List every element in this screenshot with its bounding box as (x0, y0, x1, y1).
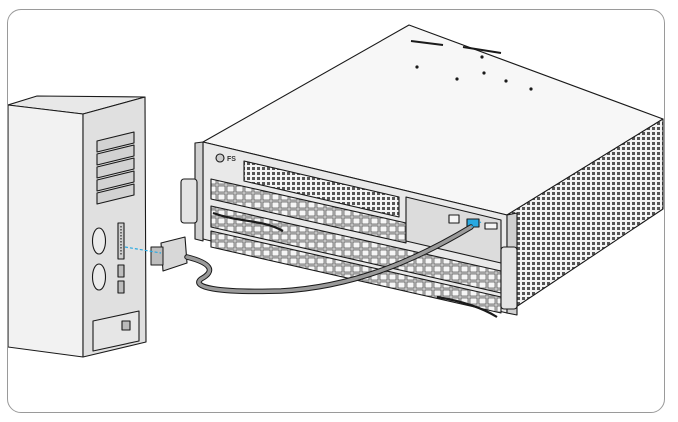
pc-drive-bay (96, 183, 135, 205)
mgmt-port (448, 214, 460, 224)
usb-port (484, 222, 498, 230)
right-handle (500, 246, 518, 310)
left-handle (180, 178, 198, 224)
desktop-computer (8, 95, 147, 358)
console-cable (124, 221, 482, 295)
line-card-1 (210, 178, 407, 244)
pc-usb-port (117, 280, 125, 294)
pc-usb-port (117, 264, 125, 278)
pc-drive-bay (96, 157, 135, 179)
pc-power-button (121, 320, 131, 331)
chassis-switch: FS (180, 24, 664, 318)
pc-drive-bay (96, 170, 135, 192)
switch-connection-indicator (470, 221, 482, 228)
cable-body-highlight (185, 225, 473, 294)
line-card-3 (210, 230, 502, 314)
connection-diagram: FS (8, 24, 664, 358)
pc-round-vent (91, 227, 107, 255)
pc-drive-bay (96, 144, 135, 166)
pc-drive-bay (96, 131, 135, 153)
figure-frame: FS (7, 9, 665, 413)
pc-connection-indicator (124, 246, 162, 254)
chassis-front-vent (243, 160, 400, 218)
chassis-top-screws (415, 55, 533, 91)
pc-round-vent (91, 263, 107, 291)
cable-guide (212, 211, 284, 232)
db9-shell (150, 246, 164, 266)
fs-logo-icon (215, 153, 225, 163)
cable-guide (436, 295, 498, 318)
brand-label: FS (227, 156, 236, 163)
db9-connector (160, 236, 188, 272)
pc-side-face (8, 104, 84, 358)
